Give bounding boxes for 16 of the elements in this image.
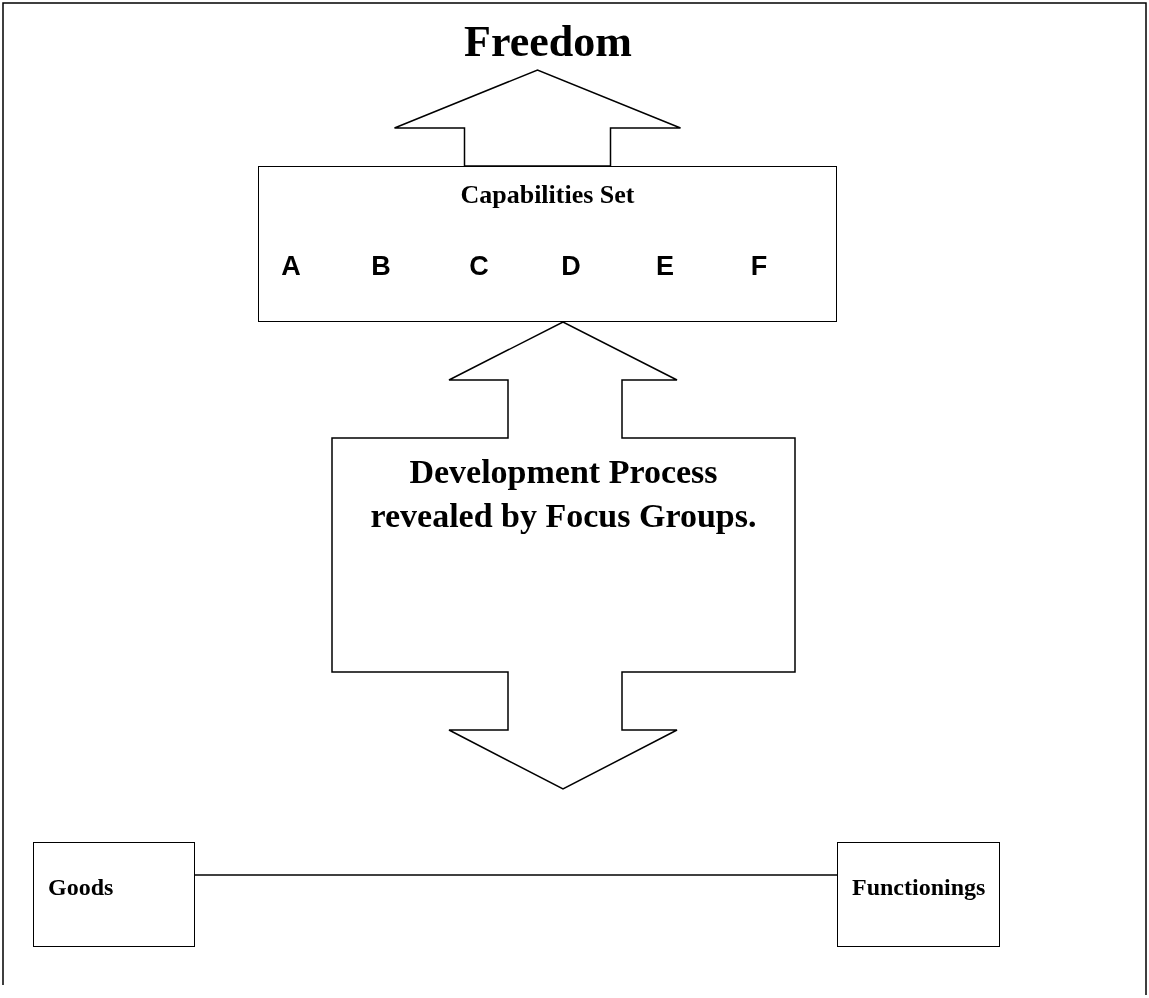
capability-letter: A <box>281 253 301 280</box>
box-label: Goods <box>48 873 114 902</box>
concept-box <box>837 842 1000 947</box>
concept-box <box>33 842 195 947</box>
box-heading: Capabilities Set <box>459 179 636 211</box>
capability-letter: E <box>656 253 674 280</box>
capability-letter: C <box>469 253 489 280</box>
capability-letter: F <box>750 253 768 280</box>
capability-letter: D <box>561 253 581 280</box>
process-text: Development Process revealed by Focus Groups. <box>369 452 758 536</box>
capabilities-box <box>258 166 837 322</box>
box-label: Functionings <box>852 873 986 902</box>
block-arrow <box>393 69 682 167</box>
title-text: Freedom <box>464 20 632 64</box>
connector-line <box>194 874 838 876</box>
capability-letter: B <box>371 253 391 280</box>
